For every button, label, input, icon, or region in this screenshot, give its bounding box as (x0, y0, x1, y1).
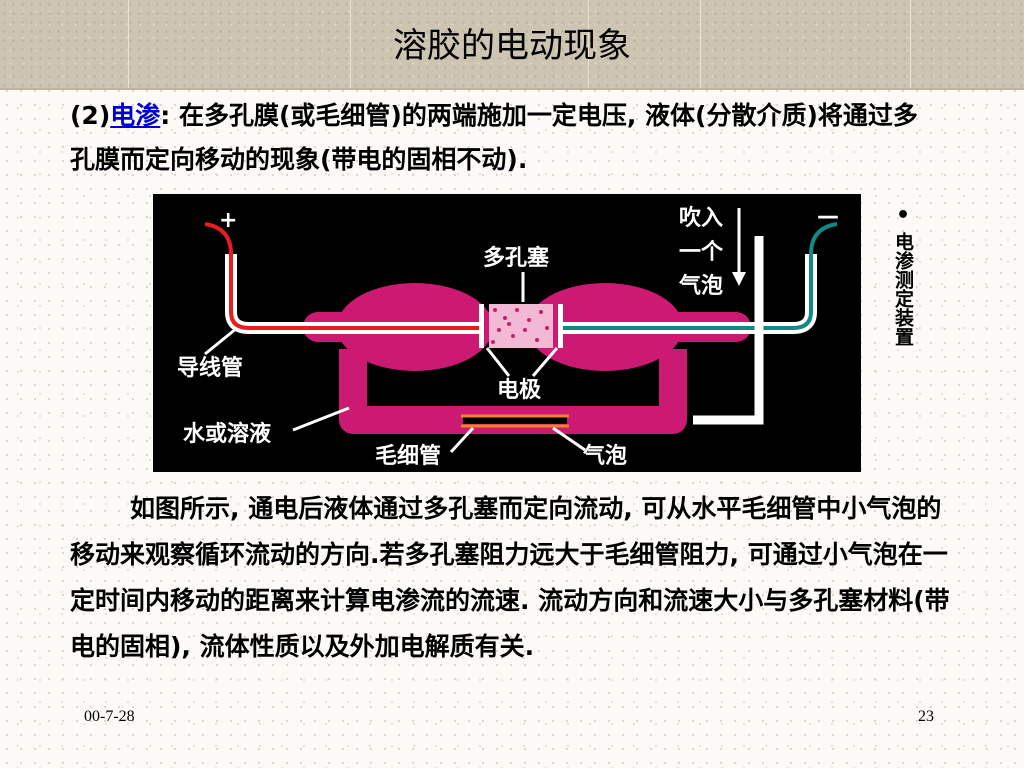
bubble-arrow-head (732, 272, 746, 286)
intro-prefix: (2) (70, 101, 111, 130)
wire-tube-label: 导线管 (177, 356, 244, 381)
slide-title: 溶胶的电动现象 (393, 26, 631, 66)
bubble-in-label-1: 吹入 (679, 206, 724, 231)
right-electrode (558, 304, 563, 348)
footer-page-number: 23 (918, 708, 934, 725)
title-grid-line (910, 0, 911, 88)
capillary-label: 毛细管 (375, 444, 442, 469)
bubble-in-label-3: 气泡 (679, 274, 724, 299)
side-caption-bullet: • (895, 203, 911, 228)
electrode-label: 电极 (497, 378, 542, 403)
porous-plug (489, 304, 553, 348)
minus-terminal-label: — (817, 204, 839, 229)
footer-date: 00-7-28 (84, 708, 135, 725)
intro-text: : 在多孔膜(或毛细管)的两端施加一定电压, 液体(分散介质)将通过多孔膜而定向… (70, 101, 918, 174)
bubble-label: 气泡 (583, 444, 628, 469)
left-electrode (479, 304, 484, 348)
solution-leader (292, 406, 350, 432)
capillary-tube (463, 416, 567, 424)
plus-terminal-label: + (219, 208, 238, 233)
intro-paragraph: (2)电渗: 在多孔膜(或毛细管)的两端施加一定电压, 液体(分散介质)将通过多… (70, 94, 940, 182)
positive-wire (204, 222, 479, 330)
electrode-leader-left (485, 347, 511, 377)
title-grid-line (128, 0, 129, 88)
title-grid-line (700, 0, 701, 88)
wire-tube-leader (204, 326, 238, 356)
electroosmosis-link[interactable]: 电渗 (110, 101, 161, 130)
water-or-solution-label: 水或溶液 (183, 422, 272, 447)
side-caption-text: 电渗测定装置 (892, 232, 914, 346)
capillary-leader (449, 426, 475, 454)
side-caption: • 电渗测定装置 (888, 203, 918, 347)
bubble-in-label-2: 一个 (679, 240, 724, 265)
title-grid-line (588, 0, 589, 88)
title-bar: 溶胶的电动现象 (0, 0, 1024, 90)
negative-wire (563, 222, 838, 330)
porous-plug-label: 多孔塞 (483, 246, 550, 271)
electroosmosis-diagram: + — 多孔塞 吹入 一个 气泡 导线管 电极 水或溶液 毛细管 气泡 (153, 194, 861, 472)
body-paragraph: 如图所示, 通电后液体通过多孔塞而定向流动, 可从水平毛细管中小气泡的移动来观察… (70, 494, 950, 661)
diagram-drawing (204, 208, 838, 454)
bubble-inlet-tube (693, 236, 764, 425)
bubble-leader (552, 426, 586, 452)
electrode-leader-right (531, 347, 559, 377)
title-grid-line (350, 0, 351, 88)
